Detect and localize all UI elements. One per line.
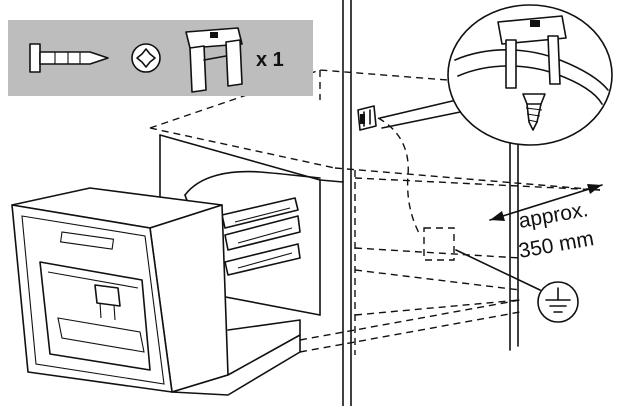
power-cable [184, 170, 321, 196]
socket-location [423, 227, 455, 261]
hidden-cable [377, 117, 421, 236]
mounting-clip-icon [185, 27, 243, 93]
cabinet-interior [159, 134, 344, 316]
screw-icon [29, 43, 109, 73]
cabinet-side-panel [342, 0, 519, 406]
dimension-label-value: 350 mm [517, 227, 596, 263]
dimension-label-approx: approx. [517, 198, 590, 233]
telescopic-rail [221, 197, 301, 276]
mounting-clip-installed [357, 105, 377, 131]
detail-magnifier [447, 4, 613, 146]
phillips-head-icon [131, 43, 161, 73]
coffee-machine [11, 187, 301, 396]
parts-box: x 1 [8, 20, 313, 96]
dimension-arrow [489, 184, 603, 221]
quantity-label: x 1 [256, 49, 284, 71]
ground-symbol-icon [537, 281, 579, 323]
